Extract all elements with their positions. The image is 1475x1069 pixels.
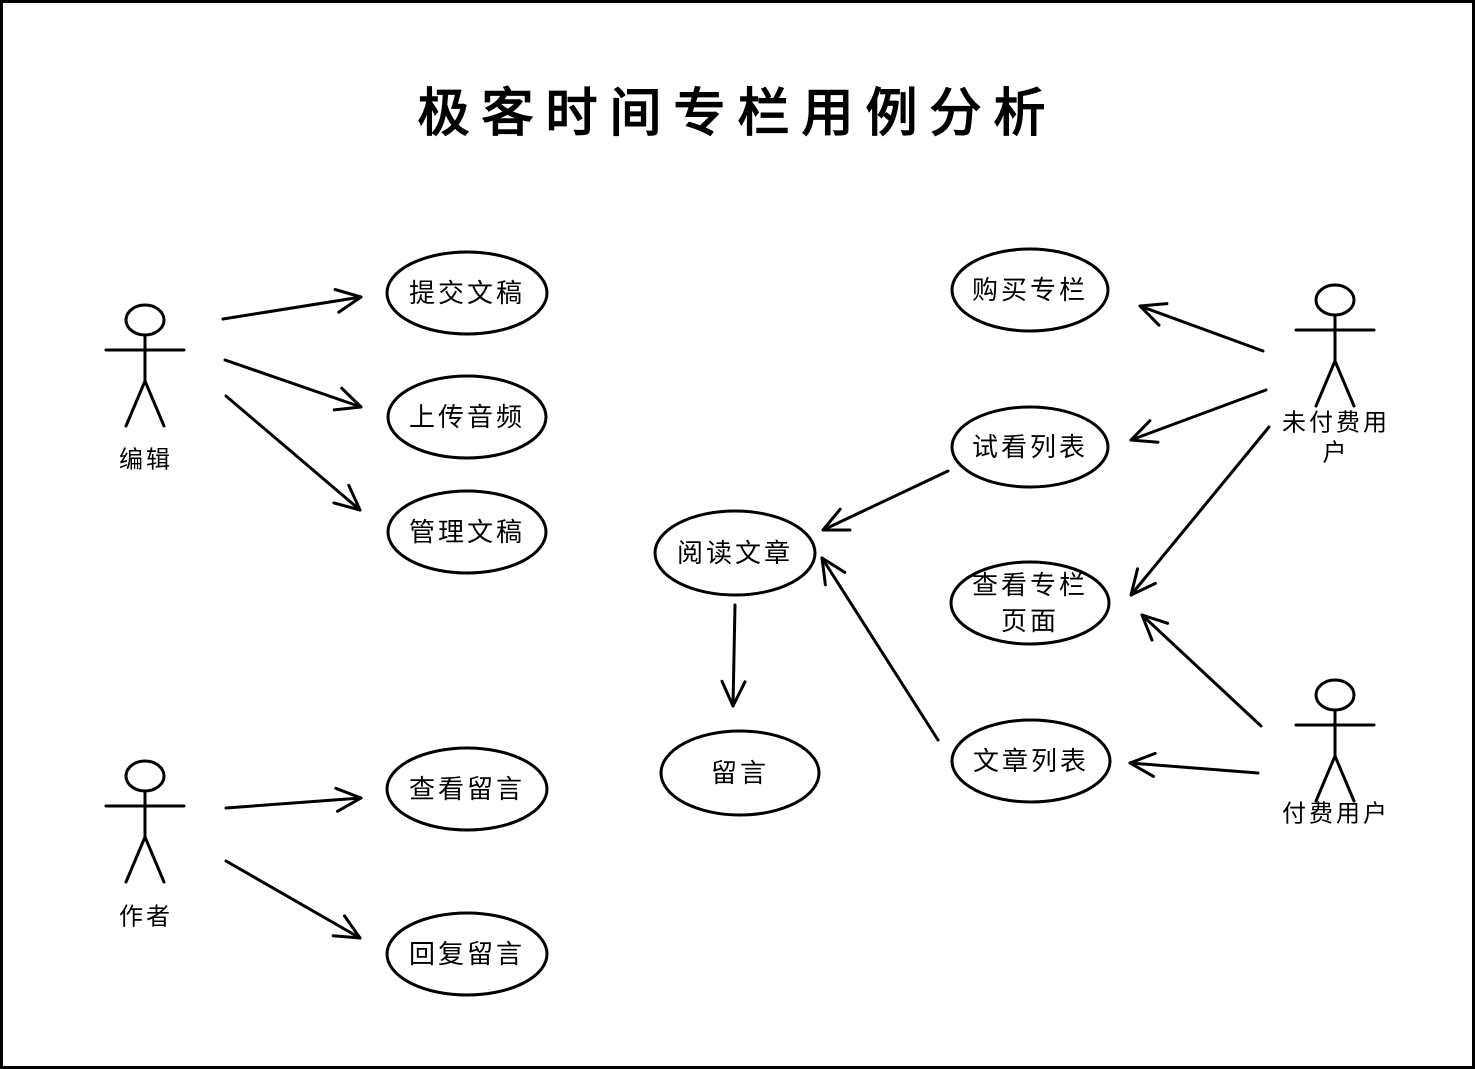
edge-unpaid-user-to-trial-list xyxy=(1129,388,1268,444)
use-case-article-list: 文章列表 xyxy=(950,718,1112,804)
actor-head xyxy=(124,759,166,793)
arrowhead-icon xyxy=(821,507,852,532)
actor-right-leg xyxy=(143,379,166,428)
use-case-trial-list: 试看列表 xyxy=(950,405,1110,489)
use-case-ellipse xyxy=(950,247,1110,333)
actor-label: 编辑 xyxy=(119,447,173,474)
arrowhead-icon xyxy=(1129,419,1160,444)
actor-left-leg xyxy=(124,835,147,884)
actor-label: 未付费用 xyxy=(1282,410,1390,437)
actor-head xyxy=(1314,283,1356,317)
actor-left-leg xyxy=(1314,754,1337,803)
use-case-ellipse xyxy=(653,509,817,597)
edge-line xyxy=(221,295,363,321)
actor-left-leg xyxy=(124,379,147,428)
actor-right-leg xyxy=(1333,359,1356,408)
use-case-ellipse xyxy=(386,489,548,575)
actor-left-leg xyxy=(1314,359,1337,408)
edge-line xyxy=(1129,425,1271,597)
arrowhead-icon xyxy=(1140,613,1170,642)
arrowhead-icon xyxy=(1129,567,1157,597)
use-case-ellipse xyxy=(950,405,1110,489)
use-case-label: 留言 xyxy=(711,758,769,788)
arrowhead-icon xyxy=(720,679,747,708)
use-case-manage-manuscript: 管理文稿 xyxy=(386,489,548,575)
use-case-ellipse xyxy=(385,250,549,336)
diagram-title: 极客时间专栏用例分析 xyxy=(417,85,1058,143)
actor-head xyxy=(124,303,166,337)
use-case-read-article: 阅读文章 xyxy=(653,509,817,597)
use-case-ellipse xyxy=(385,911,549,997)
arrowhead-icon xyxy=(1128,751,1157,778)
use-case-comment: 留言 xyxy=(659,729,821,817)
edge-line xyxy=(1129,388,1268,442)
use-case-ellipse xyxy=(949,560,1111,646)
use-case-upload-audio: 上传音频 xyxy=(386,374,548,460)
use-case-label: 试看列表 xyxy=(972,432,1088,462)
use-case-label: 查看留言 xyxy=(409,774,525,804)
arrowhead-icon xyxy=(333,288,363,314)
edge-editor-to-manage-manuscript xyxy=(224,394,362,512)
use-case-label: 上传音频 xyxy=(409,402,525,432)
use-case-label: 购买专栏 xyxy=(972,275,1088,305)
arrowhead-icon xyxy=(334,786,363,813)
edge-line xyxy=(1138,304,1265,353)
use-case-view-comments: 查看留言 xyxy=(385,746,549,832)
use-case-ellipse xyxy=(385,746,549,832)
use-case-label: 阅读文章 xyxy=(677,538,793,568)
actor-editor: 编辑 xyxy=(104,303,186,474)
use-case-label: 管理文稿 xyxy=(409,517,525,547)
edge-line xyxy=(731,603,737,708)
edge-line xyxy=(224,394,362,512)
actor-label: 作者 xyxy=(119,904,173,931)
actor-author: 作者 xyxy=(104,759,186,931)
actor-label: 付费用户 xyxy=(1282,801,1390,828)
edge-article-list-to-read-article xyxy=(820,556,940,742)
use-case-label: 页面 xyxy=(1001,606,1059,636)
actor-right-leg xyxy=(143,835,166,884)
arrowhead-icon xyxy=(331,914,362,940)
use-case-label: 提交文稿 xyxy=(409,278,525,308)
use-case-ellipse xyxy=(950,718,1112,804)
actor-head xyxy=(1314,678,1356,712)
edge-unpaid-user-to-buy-column xyxy=(1138,302,1265,353)
edge-author-to-reply-comments xyxy=(224,859,362,940)
use-case-buy-column: 购买专栏 xyxy=(950,247,1110,333)
use-case-label: 回复留言 xyxy=(409,939,525,969)
edge-paid-user-to-article-list xyxy=(1128,751,1260,778)
edge-unpaid-user-to-view-column-page xyxy=(1129,425,1271,597)
edge-trial-list-to-read-article xyxy=(821,469,950,532)
actor-label: 户 xyxy=(1323,440,1350,467)
arrowhead-icon xyxy=(332,483,362,512)
edge-line xyxy=(1140,613,1263,728)
edge-line xyxy=(224,859,362,940)
arrowhead-icon xyxy=(332,386,363,412)
use-case-ellipse xyxy=(659,729,821,817)
edge-paid-user-to-view-column-page xyxy=(1140,613,1263,728)
use-case-reply-comments: 回复留言 xyxy=(385,911,549,997)
actor-right-leg xyxy=(1333,754,1356,803)
edge-line xyxy=(820,556,940,742)
edge-editor-to-upload-audio xyxy=(223,358,363,412)
arrowhead-icon xyxy=(820,556,847,587)
use-case-label: 文章列表 xyxy=(973,746,1089,776)
edge-line xyxy=(1128,761,1260,775)
use-case-submit-manuscript: 提交文稿 xyxy=(385,250,549,336)
edge-line xyxy=(821,469,950,532)
arrowhead-icon xyxy=(1138,302,1169,327)
edge-author-to-view-comments xyxy=(224,786,363,813)
edge-line xyxy=(224,796,363,810)
use-case-label: 查看专栏 xyxy=(972,570,1088,600)
use-case-ellipse xyxy=(386,374,548,460)
edge-read-article-to-comment xyxy=(720,603,747,708)
edge-line xyxy=(223,358,363,409)
actor-paid-user: 付费用户 xyxy=(1282,678,1390,828)
edge-editor-to-submit-manuscript xyxy=(221,288,363,321)
